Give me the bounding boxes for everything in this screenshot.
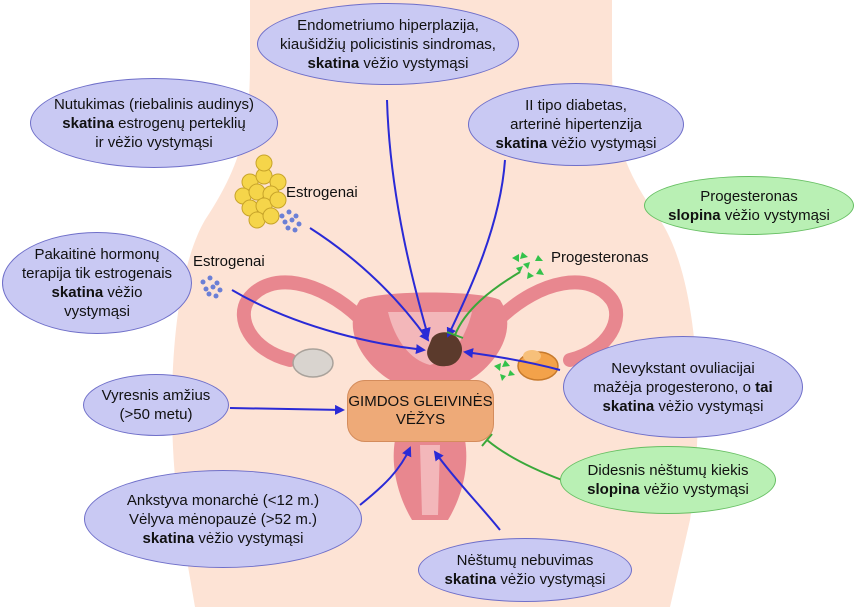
text-line: kiaušidžių policistinis sindromas, — [280, 35, 496, 53]
arrow-estrogen-top — [309, 227, 430, 342]
bubble-ovulation: Nevykstant ovuliacijai mažėja progestero… — [563, 336, 803, 438]
inhibit-progesterone — [454, 271, 521, 336]
emphasis: skatina — [62, 114, 114, 132]
text-line: terapija tik estrogenais — [21, 265, 173, 282]
text-line: Vyresnis amžius — [101, 387, 211, 404]
progesterone-molecules-bottom-icon — [494, 360, 515, 381]
emphasis: skatina — [444, 571, 497, 588]
inhibit-progesterone-bar — [446, 331, 464, 339]
bubble-pregnancies: Didesnis nėštumų kiekis slopina vėžio vy… — [560, 446, 776, 514]
text-line: Ankstyva monarchė (<12 m.) — [126, 491, 320, 509]
text-rest: vėžio vystymąsi — [654, 397, 764, 415]
arrow-age — [229, 404, 345, 415]
text-rest: mažėja progesterono, o — [593, 378, 756, 396]
text-rest: vėžio vystymąsi — [639, 481, 749, 498]
text-rest: vėžio vystymąsi — [547, 135, 657, 152]
bubble-nopregnancy: Nėštumų nebuvimas skatina vėžio vystymąs… — [418, 538, 632, 602]
emphasis: slopina — [587, 481, 640, 498]
text-line: arterinė hipertenzija — [510, 116, 642, 133]
bubble-progesterone: Progesteronas slopina vėžio vystymąsi — [644, 176, 854, 235]
emphasis: skatina — [495, 135, 548, 152]
text-line: (>50 metu) — [119, 406, 193, 423]
text-line: slopina vėžio vystymąsi — [587, 480, 749, 499]
text-line: Pakaitinė hormonų — [34, 246, 160, 263]
text-line: ir vėžio vystymąsi — [95, 133, 213, 151]
text-rest: estrogenų perteklių — [113, 114, 246, 132]
text-line: skatina vėžio — [52, 283, 143, 302]
label-estrogenai-top: Estrogenai — [286, 184, 358, 201]
text-line: II tipo diabetas, — [525, 97, 627, 114]
text-line: Vėlyva mėnopauzė (>52 m.) — [128, 510, 317, 528]
tumor — [427, 332, 463, 367]
text-line: skatina vėžio vystymąsi — [445, 570, 606, 589]
text-line: Didesnis nėštumų kiekis — [587, 462, 749, 479]
text-line: mažėja progesterono, o tai — [593, 378, 772, 397]
label-estrogenai-left: Estrogenai — [193, 253, 265, 270]
right-ovary — [517, 350, 559, 381]
inhibit-pregnancies-bar — [481, 433, 493, 447]
bubble-menarche: Ankstyva monarchė (<12 m.) Vėlyva mėnopa… — [84, 470, 362, 568]
estrogen-molecules-left-icon — [200, 275, 223, 299]
center-line1: GIMDOS GLEIVINĖS — [348, 393, 493, 410]
text-line: Nutukimas (riebalinis audinys) — [53, 95, 255, 113]
text-line: Progesteronas — [700, 187, 798, 205]
label-progesteronas: Progesteronas — [551, 249, 649, 266]
arrow-menarche — [359, 446, 412, 506]
text-rest: vėžio vystymąsi — [496, 571, 606, 588]
left-ovary — [292, 348, 334, 378]
bubble-endometrium: Endometriumo hiperplazija, kiaušidžių po… — [257, 3, 519, 85]
fat-cells-icon — [234, 154, 287, 229]
text-line: Nevykstant ovuliacijai — [611, 359, 755, 377]
progesterone-molecules-top-icon — [512, 252, 544, 279]
emphasis: slopina — [668, 206, 721, 224]
text-line: vystymąsi — [64, 303, 130, 320]
arrow-nopregnancy — [433, 450, 501, 531]
emphasis: skatina — [142, 529, 195, 547]
emphasis: skatina — [51, 284, 104, 301]
right-fallopian-tube — [493, 275, 624, 367]
text-rest: vėžio vystymąsi — [359, 54, 469, 72]
endometrial-cancer-box: GIMDOS GLEIVINĖS VĖŽYS — [347, 380, 494, 442]
text-line: skatina vėžio vystymąsi — [603, 397, 764, 416]
text-line: slopina vėžio vystymąsi — [668, 206, 830, 225]
text-rest: vėžio vystymąsi — [720, 206, 830, 224]
center-line2: VĖŽYS — [395, 411, 446, 428]
arrow-endometrium — [386, 99, 431, 338]
emphasis: skatina — [602, 397, 655, 415]
text-line: skatina estrogenų perteklių — [62, 114, 245, 133]
bubble-diabetes: II tipo diabetas, arterinė hipertenzija … — [468, 83, 684, 166]
bubble-hrt: Pakaitinė hormonų terapija tik estrogena… — [2, 232, 192, 334]
arrow-estrogen-left — [231, 289, 426, 355]
promoting-arrows — [229, 99, 561, 531]
text-line: skatina vėžio vystymąsi — [308, 54, 469, 73]
text-line: Nėštumų nebuvimas — [456, 552, 594, 569]
text-line: Endometriumo hiperplazija, — [297, 16, 479, 34]
estrogen-molecules-top-icon — [279, 209, 302, 233]
bubble-obesity: Nutukimas (riebalinis audinys) skatina e… — [30, 78, 278, 168]
emphasis: tai — [755, 378, 773, 396]
emphasis: skatina — [307, 54, 360, 72]
arrow-ovulation — [463, 348, 561, 371]
arrow-diabetes — [446, 159, 506, 338]
text-rest: vėžio — [103, 284, 143, 301]
text-line: skatina vėžio vystymąsi — [143, 529, 304, 548]
vaginal-canal — [420, 445, 440, 515]
text-line: skatina vėžio vystymąsi — [496, 134, 657, 153]
text-rest: vėžio vystymąsi — [194, 529, 304, 547]
inhibiting-lines — [446, 271, 563, 481]
inhibit-pregnancies — [486, 439, 563, 481]
bubble-age: Vyresnis amžius (>50 metu) — [83, 374, 229, 436]
